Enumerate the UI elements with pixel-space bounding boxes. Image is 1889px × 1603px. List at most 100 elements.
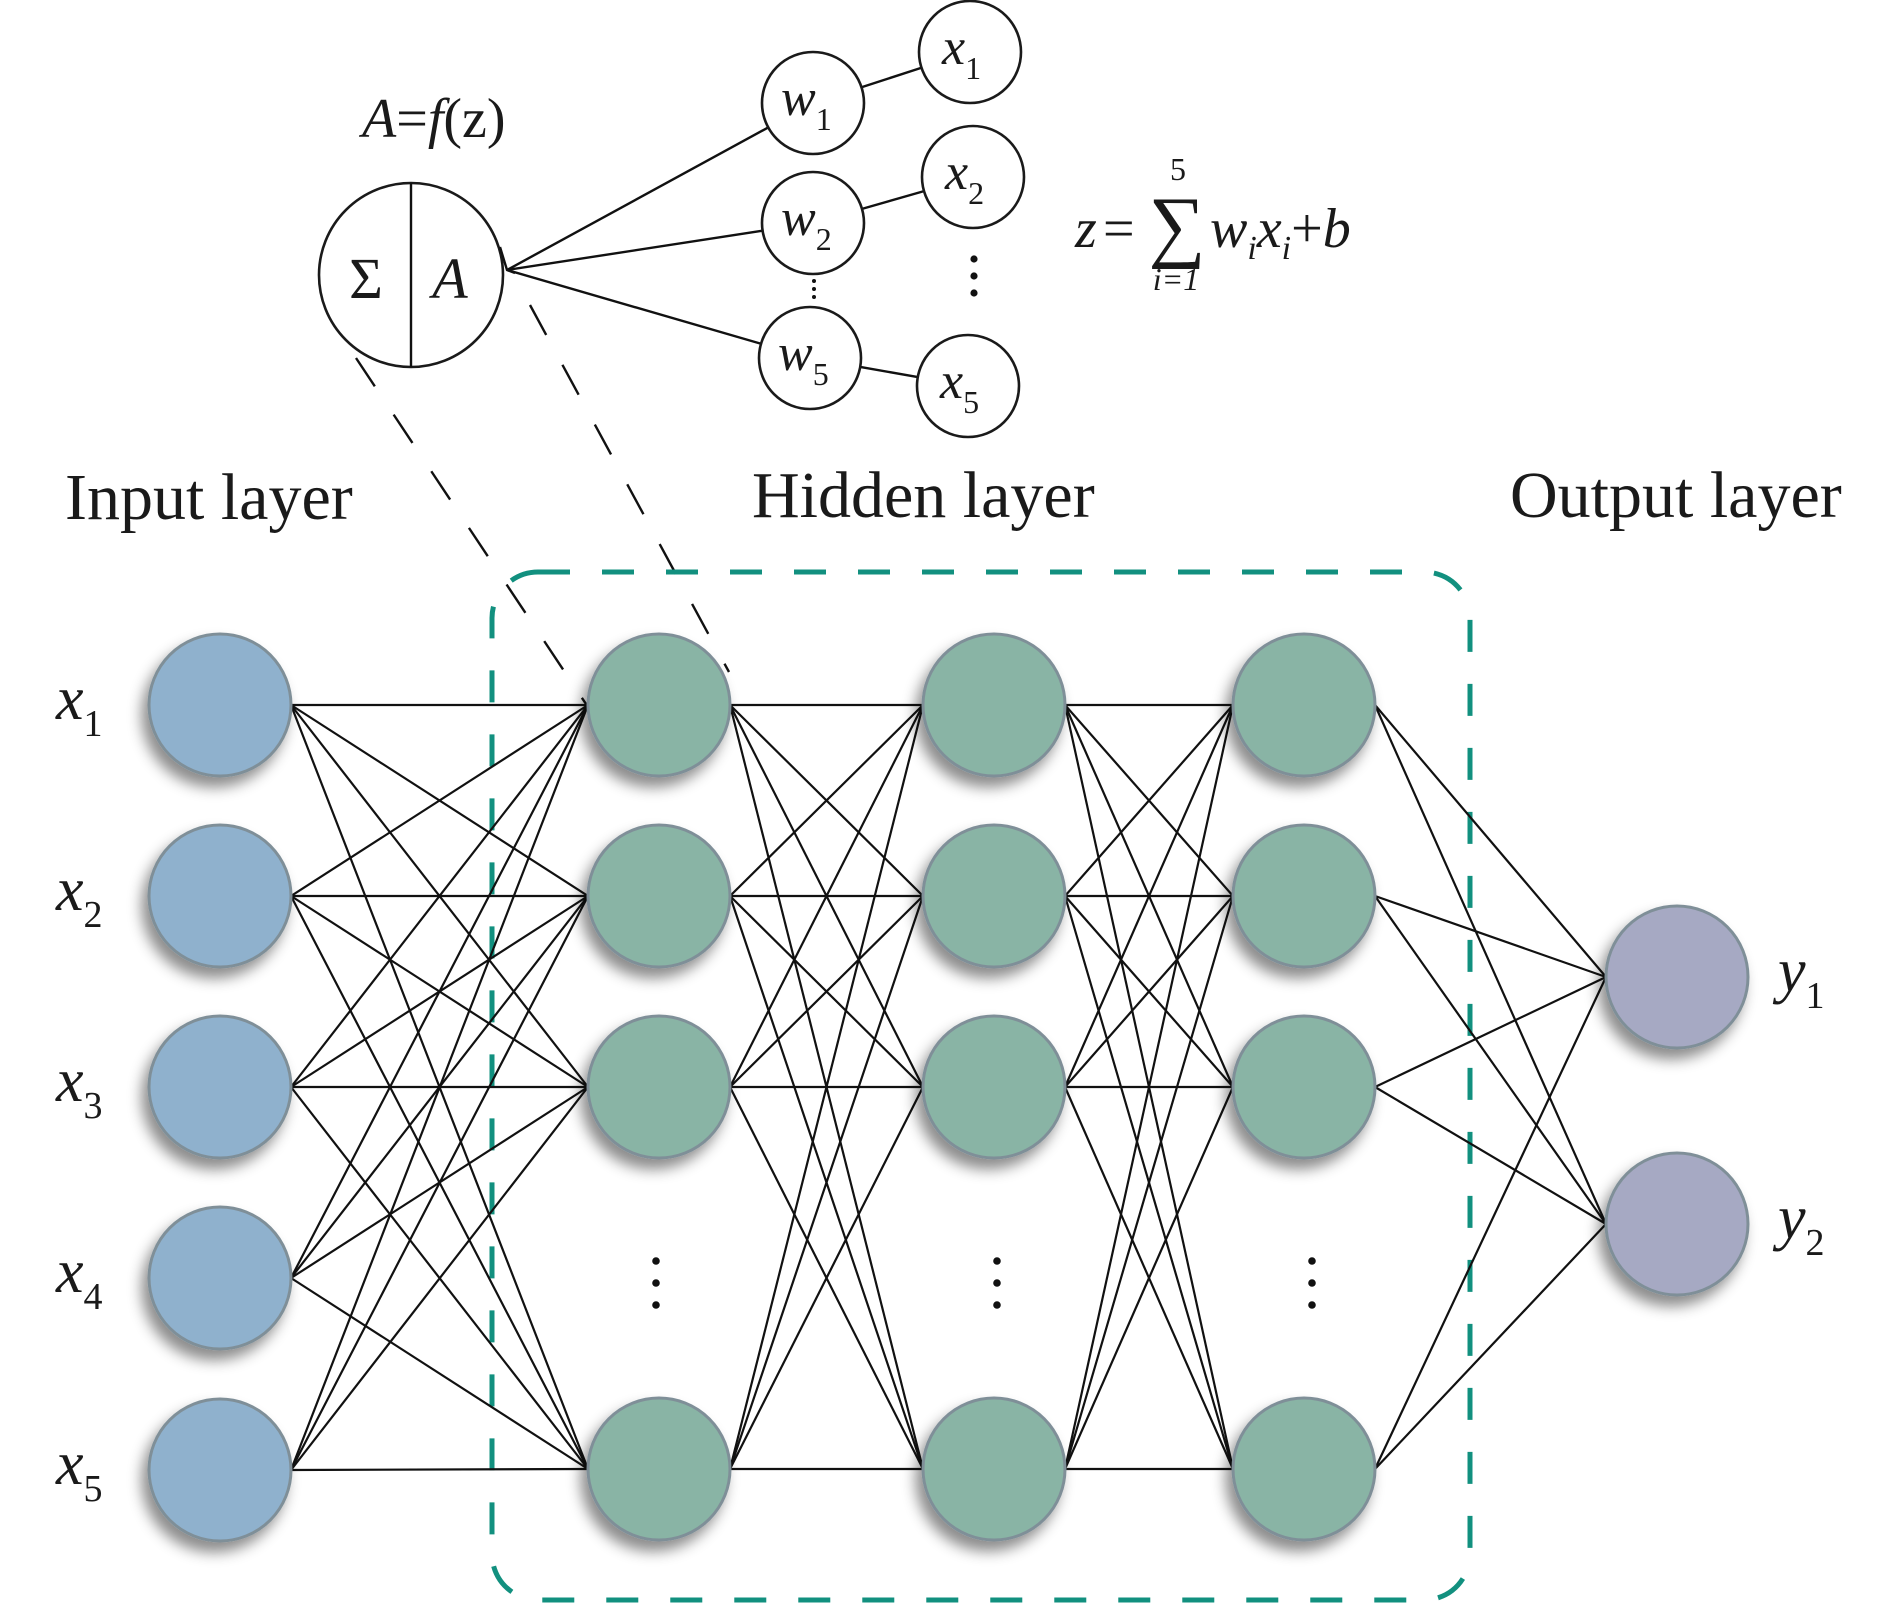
weight-to-input-line bbox=[861, 189, 925, 211]
input-detail-node-circle bbox=[920, 124, 1026, 230]
input-detail-node: x2 bbox=[920, 124, 1026, 230]
connection-edge bbox=[290, 704, 589, 1088]
connection-edge bbox=[729, 895, 924, 1088]
hidden-node bbox=[586, 632, 732, 778]
hidden-node bbox=[1231, 823, 1377, 969]
input-detail-node-label: x5 bbox=[939, 353, 979, 420]
weight-node-circle bbox=[760, 170, 866, 276]
input-detail-node-label: x2 bbox=[944, 144, 984, 211]
sum-symbol: Σ bbox=[349, 246, 383, 311]
output-node-label: y2 bbox=[1772, 1184, 1825, 1264]
hidden-node bbox=[921, 632, 1067, 778]
formula-weight: wixi+b bbox=[1210, 198, 1351, 267]
hidden-node bbox=[921, 1396, 1067, 1542]
connection-edge bbox=[729, 704, 924, 1088]
output-node-label: y1 bbox=[1772, 937, 1825, 1017]
connection-edge bbox=[1374, 976, 1607, 1470]
network-connections bbox=[289, 703, 1608, 1472]
connection-edge bbox=[1063, 704, 1235, 1088]
connection-edge bbox=[1063, 895, 1235, 1470]
hidden-node bbox=[1231, 632, 1377, 778]
connection-edge bbox=[290, 704, 589, 897]
neuron-to-weight-line bbox=[506, 126, 769, 272]
connection-edge bbox=[290, 704, 589, 1279]
hidden-node bbox=[586, 1014, 732, 1160]
output-layer-label: Output layer bbox=[1510, 459, 1842, 532]
input-node bbox=[147, 1397, 293, 1543]
connection-edge bbox=[1374, 895, 1607, 1225]
connection-edge bbox=[1063, 704, 1235, 1470]
formula-equals: = bbox=[1103, 198, 1135, 260]
connection-edge bbox=[729, 704, 924, 897]
connection-edge bbox=[290, 1277, 589, 1470]
weight-ellipsis bbox=[812, 279, 816, 299]
connection-edge bbox=[290, 1467, 589, 1472]
hidden-node bbox=[586, 823, 732, 969]
input-detail-node-circle bbox=[915, 333, 1021, 439]
connection-edge bbox=[729, 1086, 924, 1470]
connection-edge bbox=[728, 704, 925, 1470]
hidden-ellipsis bbox=[652, 1257, 660, 1309]
neuron-weight-connections bbox=[506, 66, 925, 379]
hidden-node bbox=[586, 1396, 732, 1542]
connection-edge bbox=[290, 895, 589, 1471]
activation-symbol: A bbox=[428, 246, 468, 311]
connection-edge bbox=[1064, 895, 1234, 1088]
hidden-ellipsis bbox=[1308, 1257, 1316, 1309]
input-ellipsis bbox=[970, 255, 978, 297]
sum-lower-limit: i=1 bbox=[1153, 261, 1199, 297]
input-node-label: x4 bbox=[55, 1238, 103, 1318]
input-node-label: x5 bbox=[55, 1430, 103, 1510]
output-node bbox=[1604, 1151, 1750, 1297]
input-detail-node-label: x1 bbox=[941, 19, 981, 86]
zoom-guide-right bbox=[528, 304, 731, 673]
connection-edge bbox=[1374, 894, 1607, 979]
connection-edge bbox=[289, 704, 590, 1471]
weight-node-label: w2 bbox=[781, 190, 832, 257]
hidden-node bbox=[1231, 1014, 1377, 1160]
weight-node: w1 bbox=[760, 50, 866, 156]
hidden-ellipsis bbox=[993, 1257, 1001, 1309]
weight-node: w5 bbox=[757, 305, 863, 411]
connection-edge bbox=[728, 895, 925, 1470]
activation-formula: A=f(z) bbox=[358, 88, 506, 150]
weight-to-input-line bbox=[860, 365, 918, 379]
weight-node-label: w5 bbox=[778, 325, 829, 392]
output-node bbox=[1604, 904, 1750, 1050]
weighted-sum-formula: z = ∑ 5 i=1 wixi+b bbox=[1074, 151, 1351, 297]
input-node bbox=[147, 1205, 293, 1351]
connection-edge bbox=[290, 1086, 589, 1471]
connection-edge bbox=[1064, 704, 1234, 897]
sum-upper-limit: 5 bbox=[1170, 151, 1186, 187]
weight-node-circle bbox=[760, 50, 866, 156]
connection-edge bbox=[1374, 1223, 1607, 1470]
connection-edge bbox=[1374, 1086, 1607, 1225]
neuron-to-weight-line bbox=[506, 268, 762, 345]
connection-edge bbox=[1374, 704, 1607, 978]
weight-node-label: w1 bbox=[781, 70, 832, 137]
formula-lhs: z bbox=[1074, 198, 1097, 260]
hidden-node bbox=[921, 823, 1067, 969]
sigma-icon: ∑ bbox=[1148, 182, 1205, 270]
weight-node-circle bbox=[757, 305, 863, 411]
input-detail-node: x5 bbox=[915, 333, 1021, 439]
weight-nodes: w1 w2 w5 bbox=[757, 50, 866, 411]
network-nodes bbox=[147, 632, 1750, 1543]
neuron-detail: A=f(z) Σ A w1 w2 w5 x1 x2 x5 z = ∑ bbox=[317, 0, 1351, 708]
input-node-label: x2 bbox=[55, 856, 103, 936]
connection-edge bbox=[1063, 1086, 1235, 1470]
arrow-tip-icon bbox=[498, 246, 516, 275]
zoom-guide-left bbox=[355, 357, 589, 708]
weight-node: w2 bbox=[760, 170, 866, 276]
neuron-to-weight-line bbox=[506, 229, 763, 272]
input-node bbox=[147, 1014, 293, 1160]
hidden-node bbox=[1231, 1396, 1377, 1542]
summation-activation-neuron: Σ A bbox=[317, 181, 516, 369]
input-detail-node: x1 bbox=[917, 0, 1023, 105]
weight-to-input-line bbox=[861, 66, 922, 89]
hidden-node bbox=[921, 1014, 1067, 1160]
input-node-label: x1 bbox=[55, 665, 103, 745]
input-detail-node-circle bbox=[917, 0, 1023, 105]
